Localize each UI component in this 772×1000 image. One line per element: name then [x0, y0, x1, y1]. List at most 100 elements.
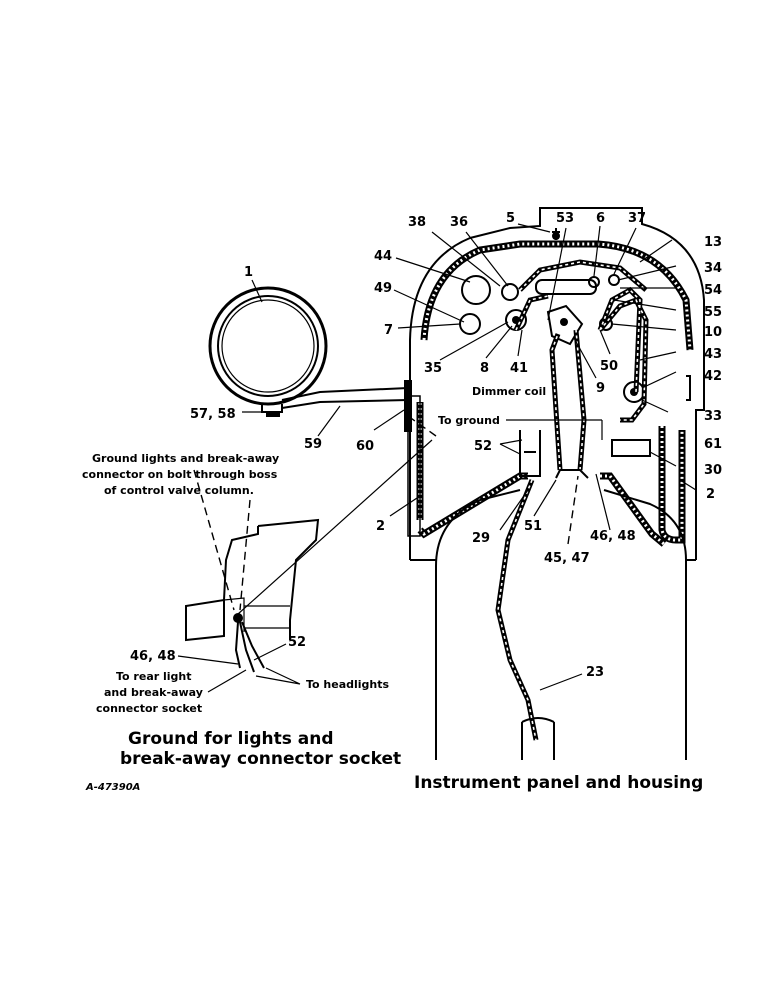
leader-42 — [641, 371, 677, 389]
callout-54: 54 — [704, 283, 722, 298]
callout-57-58: 57, 58 — [190, 407, 236, 422]
ground-note-line-1: Ground lights and break-away — [92, 452, 279, 465]
leader-10 — [611, 323, 677, 331]
headlight-nut — [266, 412, 280, 417]
callout-33: 33 — [704, 409, 722, 424]
callout-52-lower: 52 — [288, 635, 306, 650]
leader-34 — [617, 265, 677, 281]
tab-61 — [686, 375, 691, 401]
to-ground-leader — [407, 415, 437, 437]
callout-46-48-lower: 46, 48 — [130, 649, 176, 664]
leader-51 — [533, 479, 557, 517]
callout-38: 38 — [408, 215, 426, 230]
grommet-52 — [519, 430, 541, 477]
left-caption-line-2: break-away connector socket — [120, 749, 401, 769]
ground-wires — [234, 621, 265, 673]
leader-35 — [439, 321, 509, 361]
leader-29 — [499, 489, 529, 531]
terminal-34 — [608, 274, 620, 286]
to-ground-label: To ground — [438, 414, 500, 427]
leader-headlights — [255, 667, 301, 685]
leader-55 — [613, 299, 677, 311]
leader-2r — [679, 479, 697, 491]
ground-note-leader-a — [193, 469, 235, 611]
leader-23 — [539, 673, 583, 691]
callout-59: 59 — [304, 437, 322, 452]
callout-34: 34 — [704, 261, 722, 276]
callout-2-left: 2 — [376, 519, 385, 534]
lamp-7 — [459, 313, 481, 335]
leader-4648b — [177, 655, 239, 665]
callout-1: 1 — [244, 265, 253, 280]
callout-numbers: 1 57, 58 59 60 38 36 5 53 6 37 13 44 34 … — [130, 211, 722, 680]
side-plate — [407, 395, 421, 537]
leader-lines — [177, 223, 697, 693]
leader-2l — [389, 495, 421, 517]
leader-30 — [649, 451, 677, 467]
dimmer-center — [560, 318, 568, 326]
drawing-code: A-47390A — [85, 782, 140, 793]
leader-6 — [593, 225, 601, 277]
column-sides — [435, 560, 687, 760]
callout-50: 50 — [600, 359, 618, 374]
leader-60 — [373, 409, 405, 431]
wiring-harness-texture — [551, 289, 647, 471]
ground-line — [237, 439, 433, 615]
fitting-30 — [611, 439, 651, 457]
headlight-bracket-bottom — [281, 399, 409, 409]
headlight-rim — [208, 286, 328, 406]
callout-41: 41 — [510, 361, 528, 376]
housing-outline — [409, 207, 705, 560]
terminal-6 — [588, 276, 600, 288]
grommet-51 — [555, 469, 589, 479]
leader-13 — [639, 239, 673, 263]
leader-44 — [395, 257, 471, 283]
ground-note-line-2: connector on bolt through boss — [82, 468, 278, 481]
rear-light-line-3: connector socket — [96, 702, 202, 715]
callout-2-right: 2 — [706, 487, 715, 502]
callout-10: 10 — [704, 325, 722, 340]
right-caption: Instrument panel and housing — [414, 773, 703, 793]
instrument-housing — [407, 207, 705, 760]
callout-49: 49 — [374, 281, 392, 296]
leader-41 — [517, 329, 523, 357]
column-casting-left — [223, 526, 259, 601]
leader-7 — [397, 323, 461, 329]
leader-9 — [573, 337, 597, 379]
housing-lining-texture — [418, 242, 692, 520]
upper-wires-texture — [515, 261, 647, 331]
column-boss — [185, 598, 225, 642]
cable-23 — [495, 479, 539, 741]
leader-52b — [253, 643, 287, 661]
headlight-lens — [217, 295, 319, 397]
to-headlights-label: To headlights — [306, 678, 390, 691]
right-lining — [658, 426, 686, 544]
leader-50 — [599, 329, 611, 355]
callout-36: 36 — [450, 215, 468, 230]
callout-30: 30 — [704, 463, 722, 478]
text-labels: Dimmer coil To ground Ground lights and … — [82, 385, 546, 715]
wiring-harness — [549, 286, 649, 471]
leader-59 — [317, 405, 341, 437]
callout-52-upper: 52 — [474, 439, 492, 454]
callout-61: 61 — [704, 437, 722, 452]
callout-42: 42 — [704, 369, 722, 384]
captions: Ground for lights and break-away connect… — [85, 729, 703, 793]
callout-9: 9 — [596, 381, 605, 396]
callout-44: 44 — [374, 249, 392, 264]
callout-51: 51 — [524, 519, 542, 534]
ground-note-leader-b — [239, 499, 251, 611]
leader-8 — [485, 325, 513, 359]
rear-light-line-1: To rear light — [116, 670, 192, 683]
panel-bar — [535, 279, 597, 295]
leader-rear — [207, 669, 247, 693]
leader-52a — [499, 439, 523, 455]
leader-36 — [465, 231, 509, 287]
column-top — [435, 489, 687, 567]
lamp-44 — [461, 275, 491, 305]
callout-35: 35 — [424, 361, 442, 376]
callout-53-top: 53 — [556, 211, 574, 226]
ground-note-line-3: of control valve column. — [104, 484, 254, 497]
leader-4648 — [595, 473, 611, 531]
